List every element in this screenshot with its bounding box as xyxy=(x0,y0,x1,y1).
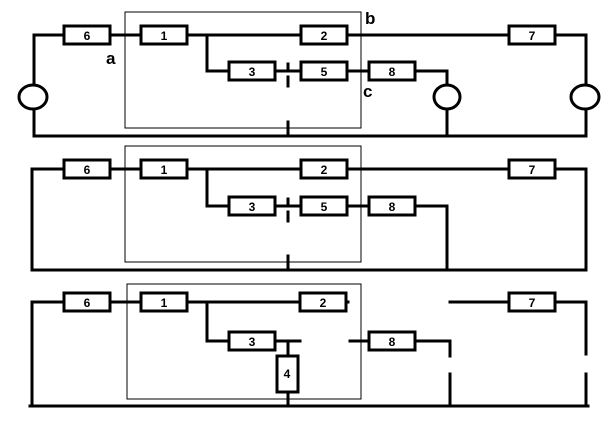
resistor-3: 3 xyxy=(227,60,277,82)
resistor-1: 1 xyxy=(139,291,189,313)
resistor-label: 3 xyxy=(249,65,256,79)
resistor-7: 7 xyxy=(507,291,557,313)
resistor-label: 8 xyxy=(389,65,396,79)
node-label-c: c xyxy=(363,82,372,101)
resistor-label: 2 xyxy=(320,296,327,310)
resistor-1: 1 xyxy=(139,24,189,46)
node-label-a: a xyxy=(106,49,116,68)
resistor-label: 8 xyxy=(389,200,396,214)
resistor-7: 7 xyxy=(507,158,557,180)
resistor-2: 2 xyxy=(298,291,348,313)
circuit-top: 6 1 2 7 3 5 8 a b c xyxy=(17,9,601,138)
resistor-label: 7 xyxy=(529,296,536,310)
voltage-source-left xyxy=(17,83,49,111)
resistor-label: 5 xyxy=(321,200,328,214)
resistor-5: 5 xyxy=(299,195,349,217)
subcircuit-box xyxy=(124,145,362,263)
resistor-label: 2 xyxy=(321,163,328,177)
resistor-6: 6 xyxy=(62,24,112,46)
circuit-middle: 6 1 2 7 3 5 8 xyxy=(30,145,588,272)
resistor-4: 4 xyxy=(275,354,300,394)
resistor-label: 8 xyxy=(389,335,396,349)
resistor-8: 8 xyxy=(367,195,417,217)
resistor-label: 5 xyxy=(321,65,328,79)
circuit-bottom: 6 1 2 7 3 8 4 xyxy=(28,283,590,408)
node-label-b: b xyxy=(365,9,375,28)
resistor-1: 1 xyxy=(139,158,189,180)
resistor-6: 6 xyxy=(62,291,112,313)
resistor-5: 5 xyxy=(299,60,349,82)
resistor-2: 2 xyxy=(299,158,349,180)
resistor-label: 1 xyxy=(161,163,168,177)
resistor-label: 6 xyxy=(84,296,91,310)
resistor-2: 2 xyxy=(299,24,349,46)
voltage-source-middle xyxy=(432,83,462,111)
resistor-label: 7 xyxy=(529,163,536,177)
resistor-3: 3 xyxy=(227,195,277,217)
resistor-label: 7 xyxy=(529,29,536,43)
resistor-label: 2 xyxy=(321,29,328,43)
resistor-label: 6 xyxy=(84,163,91,177)
resistor-label: 3 xyxy=(249,335,256,349)
voltage-source-right xyxy=(569,83,601,111)
resistor-label: 4 xyxy=(284,367,291,381)
resistor-8: 8 xyxy=(367,330,417,352)
resistor-label: 3 xyxy=(249,200,256,214)
resistor-3: 3 xyxy=(227,330,277,352)
resistor-8: 8 xyxy=(367,60,417,82)
resistor-6: 6 xyxy=(62,158,112,180)
resistor-label: 1 xyxy=(161,296,168,310)
resistor-7: 7 xyxy=(507,24,557,46)
resistor-label: 1 xyxy=(161,29,168,43)
resistor-label: 6 xyxy=(84,29,91,43)
